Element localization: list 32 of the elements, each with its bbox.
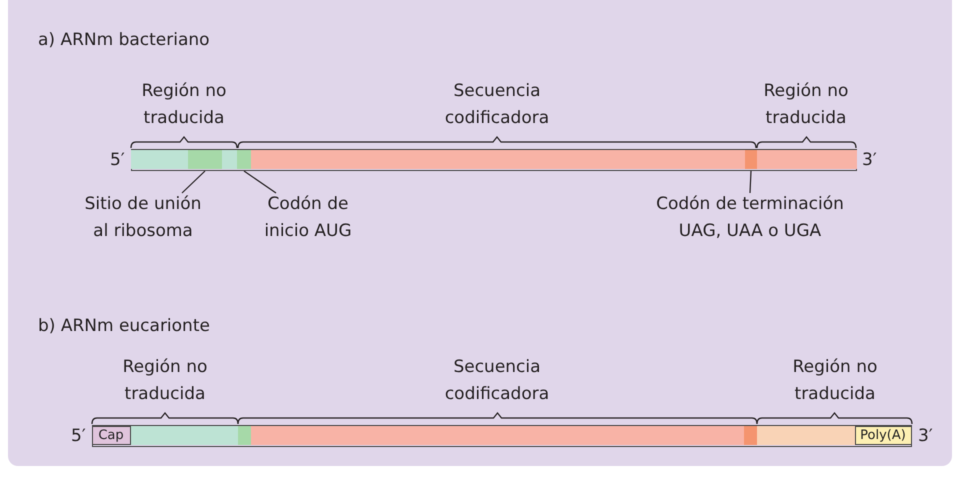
strand-end-label: 5′ [110,149,125,172]
callout-text: Codón de inicio AUG [263,193,353,243]
mrna-segment [222,150,236,169]
region-label: Secuencia codificadora [444,356,550,406]
region-label: Región no traducida [762,80,850,130]
mrna-segment [250,150,744,169]
mrna-segment [238,426,250,445]
mrna-segment [188,150,222,169]
mrna-segment [130,426,238,445]
strand-end-label: 3′ [918,425,933,448]
strand-end-label: 5′ [71,425,86,448]
mrna-segment [756,150,856,169]
leader-line [182,170,206,194]
leader-line [749,170,752,194]
section-title: a) ARNm bacteriano [38,29,210,52]
strand-end-label: 3′ [862,149,877,172]
mrna-segment [236,150,250,169]
callout-text: Codón de terminación UAG, UAA o UGA [655,193,845,243]
leader-line [244,170,276,194]
region-label: Región no traducida [140,80,228,130]
mrna-segment [756,426,854,445]
region-label: Región no traducida [792,356,878,406]
mrna-segment [130,150,188,169]
region-label: Secuencia codificadora [444,80,550,130]
mrna-segment [250,426,744,445]
section-title: b) ARNm eucarionte [38,315,210,338]
region-label: Región no traducida [122,356,208,406]
end-cap-box: Cap [92,426,130,445]
mrna-segment [744,150,756,169]
mrna-segment [744,426,756,445]
callout-text: Sitio de unión al ribosoma [84,193,202,243]
end-cap-box: Poly(A) [854,426,912,445]
